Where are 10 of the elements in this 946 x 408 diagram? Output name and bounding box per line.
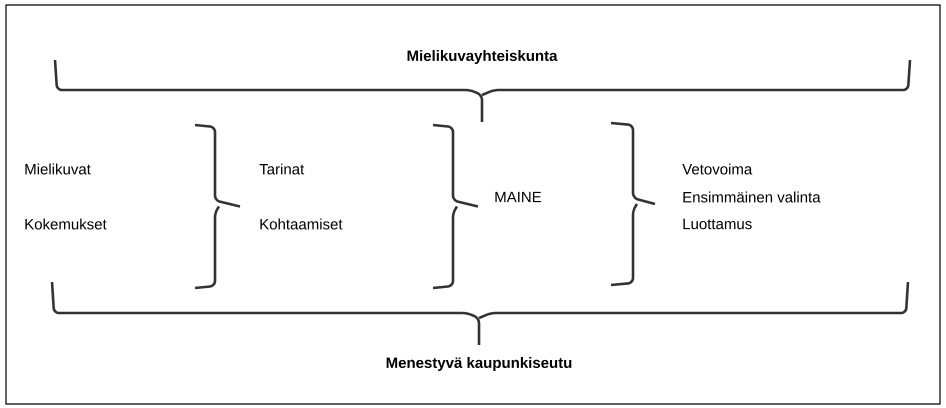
heading: Mielikuvayhteiskunta: [408, 50, 558, 64]
heading: Menestyvä kaupunkiseutu: [386, 357, 572, 371]
term-label: Luottamus: [683, 218, 752, 230]
term-label: Kohtaamiset: [260, 218, 342, 230]
term-label: Kokemukset: [25, 218, 107, 230]
term-label: Ensimmäinen valinta: [683, 192, 821, 202]
term-label: Vetovoima: [682, 164, 752, 174]
term-label: MAINE: [495, 192, 542, 202]
term-label: Tarinat: [260, 164, 304, 174]
term-label: Mielikuvat: [25, 164, 91, 174]
